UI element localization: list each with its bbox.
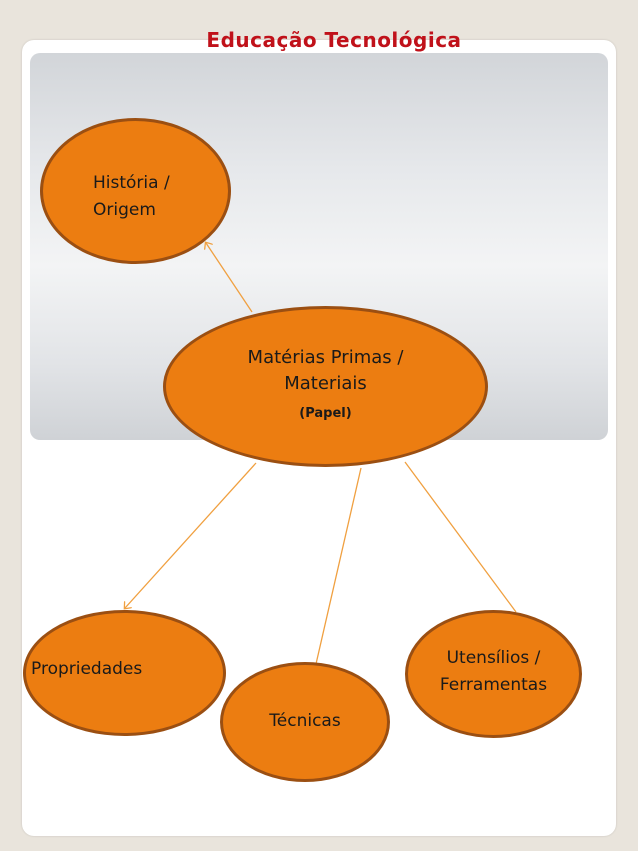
node-label: Utensílios / [446,648,541,668]
node-label: Materiais [284,373,367,394]
node-label: Propriedades [31,659,143,679]
node-utensilios-ferramentas: Utensílios / Ferramentas [405,610,582,738]
node-label: Origem [93,200,156,220]
node-propriedades: Propriedades [23,610,226,736]
node-label: Matérias Primas / [247,347,404,368]
node-historia-origem: História / Origem [40,118,231,264]
connector-to-propriedades [125,462,257,608]
slide-title: Educação Tecnológica [206,28,462,52]
node-materias-primas: Matérias Primas / Materiais (Papel) [163,306,488,467]
node-tecnicas: Técnicas [220,662,390,782]
connector-to-tecnicas [315,467,362,665]
connector-to-historia [206,243,253,313]
node-label: Ferramentas [439,675,548,695]
node-label: Técnicas [269,711,341,731]
node-label: História / [93,173,170,193]
connector-to-utensilios [404,461,517,613]
node-sublabel: (Papel) [299,406,352,421]
